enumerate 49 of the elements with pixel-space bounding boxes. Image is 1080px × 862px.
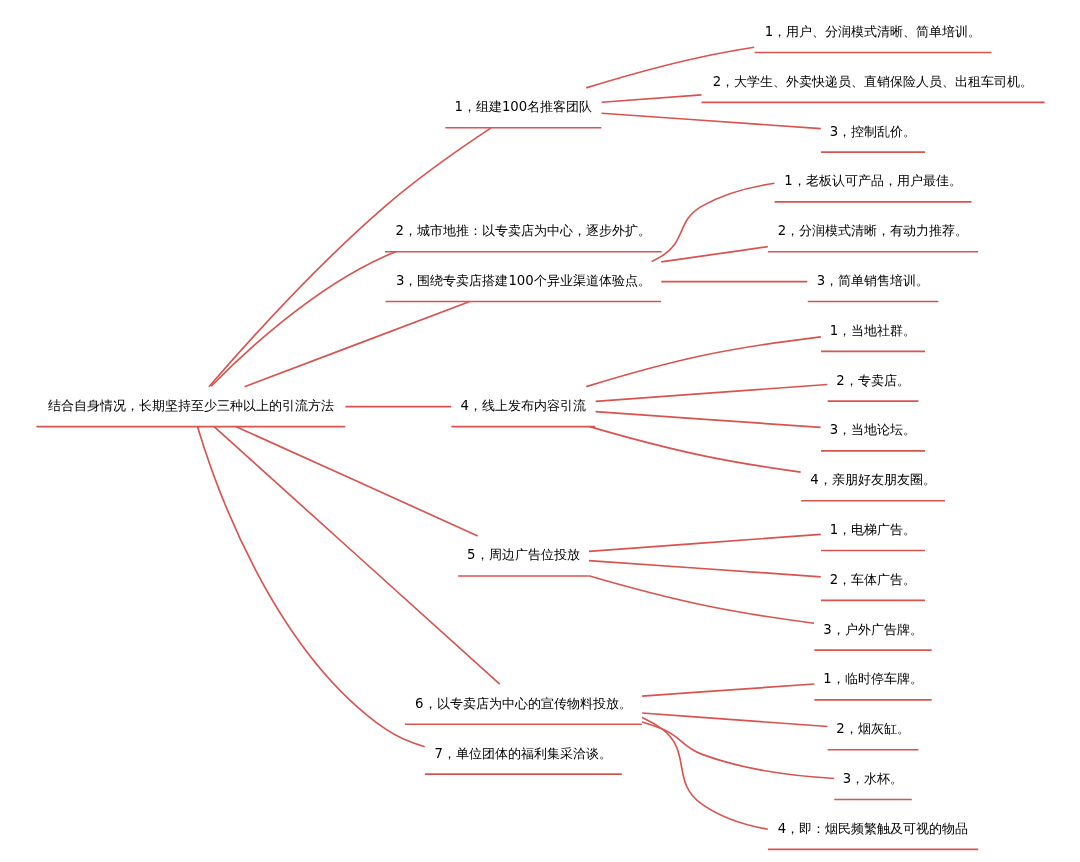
node-text: 5，周边广告位投放 [466,547,580,563]
connector [196,426,426,748]
connector [594,410,821,429]
connector [594,383,828,403]
connector [234,425,479,537]
connector [659,280,808,283]
node-text: 3，户外广告牌。 [822,621,923,637]
connector [640,683,815,697]
node-text: 2，车体广告。 [829,571,916,587]
connector [584,46,755,89]
node-text: 2，分润模式清晰，有动力推荐。 [777,223,968,239]
node-text: 3，水杯。 [842,771,903,787]
node-text: 3，简单销售培训。 [816,273,929,289]
node-text: 3，围绕专卖店搭建100个异业渠道体验点。 [395,273,651,289]
connector [587,533,822,553]
node-text: 2，大学生、外卖快递员、直销保险人员、出租车司机。 [712,73,1033,89]
connector [600,112,822,130]
node-text: 7，单位团体的福利集采洽谈。 [434,745,612,761]
connector [587,559,822,578]
node-text: 2，城市地推：以专卖店为中心，逐步外扩。 [395,223,651,239]
node-text: 6，以专卖店为中心的宣传物料投放。 [414,695,632,711]
node-text: 1，用户、分润模式清晰、简单培训。 [764,24,981,40]
connector [587,574,815,625]
connector [588,425,802,473]
connector [640,721,835,780]
node-text: 1，组建100名推客团队 [453,99,592,115]
connector [600,94,702,104]
node-text: 3，控制乱价。 [829,123,916,139]
connector [640,716,769,831]
connector [344,405,452,408]
node-text: 1，临时停车牌。 [822,671,923,687]
connector [640,712,828,728]
node-text: 1，当地社群。 [829,322,916,338]
node-text: 3，当地论坛。 [829,422,916,438]
node-text: 4，亲朋好友朋友圈。 [809,472,936,488]
node-text: 4，线上发布内容引流 [460,398,586,414]
connector [659,245,769,263]
node-text: 1，老板认可产品，用户最佳。 [783,173,962,189]
connector [584,336,822,388]
connector [243,300,470,388]
connector [207,127,492,388]
connector [212,425,501,685]
node-text: 1，电梯广告。 [829,522,916,538]
node-text: 2，专卖店。 [835,372,910,388]
node-text: 结合自身情况，长期坚持至少三种以上的引流方法 [47,398,334,414]
connector [209,250,397,388]
node-text: 2，烟灰缸。 [835,721,910,737]
node-text: 4，即：烟民频繁触及可视的物品 [777,820,968,836]
connector [650,182,775,263]
